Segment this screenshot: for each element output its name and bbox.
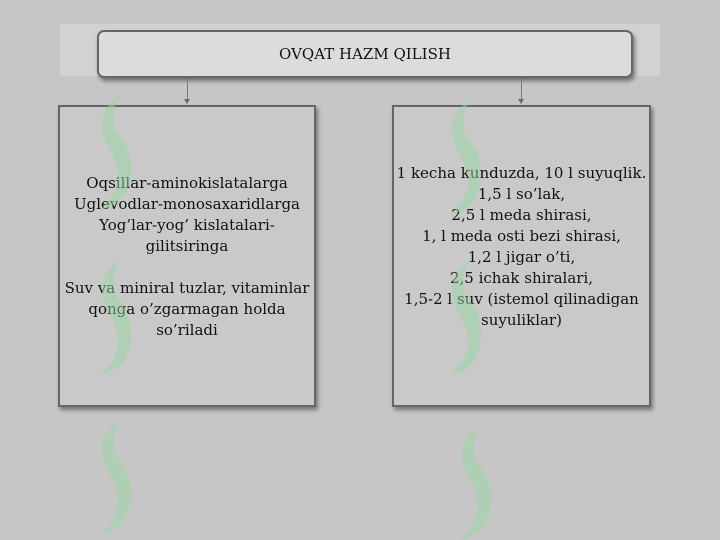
digestion-products-box: Oqsillar-aminokislatalarga Uglevodlar-mo… [58, 105, 316, 407]
box-line: qonga o’zgarmagan holda [88, 300, 286, 318]
box-line: Oqsillar-aminokislatalarga [86, 174, 288, 192]
diagram-title-box: OVQAT HAZM QILISH [97, 30, 633, 78]
daily-fluids-box: 1 kecha kunduzda, 10 l suyuqlik. 1,5 l s… [392, 105, 651, 407]
box-line: 2,5 l meda shirasi, [451, 206, 592, 224]
box-line: suyuliklar) [481, 311, 562, 329]
left-connector [187, 78, 188, 100]
box-line: Uglevodlar-monosaxaridlarga [73, 195, 301, 213]
diagram-title: OVQAT HAZM QILISH [279, 45, 451, 63]
box-line: so’riladi [156, 321, 218, 339]
box-line: gilitsiringa [145, 237, 229, 255]
box-line: 2,5 ichak shiralari, [449, 269, 594, 287]
box-line: 1 kecha kunduzda, 10 l suyuqlik. [396, 164, 647, 182]
box-line: Yog’lar-yog’ kislatalari- [99, 216, 275, 234]
box-line: 1, l meda osti bezi shirasi, [422, 227, 621, 245]
box-line: 1,5 l so’lak, [477, 185, 566, 203]
box-line: Suv va miniral tuzlar, vitaminlar [64, 279, 310, 297]
right-connector [521, 78, 522, 100]
right-arrowhead [518, 99, 524, 104]
box-line: 1,5-2 l suv (istemol qilinadigan [404, 290, 639, 308]
left-arrowhead [184, 99, 190, 104]
box-line: 1,2 l jigar o’ti, [467, 248, 576, 266]
